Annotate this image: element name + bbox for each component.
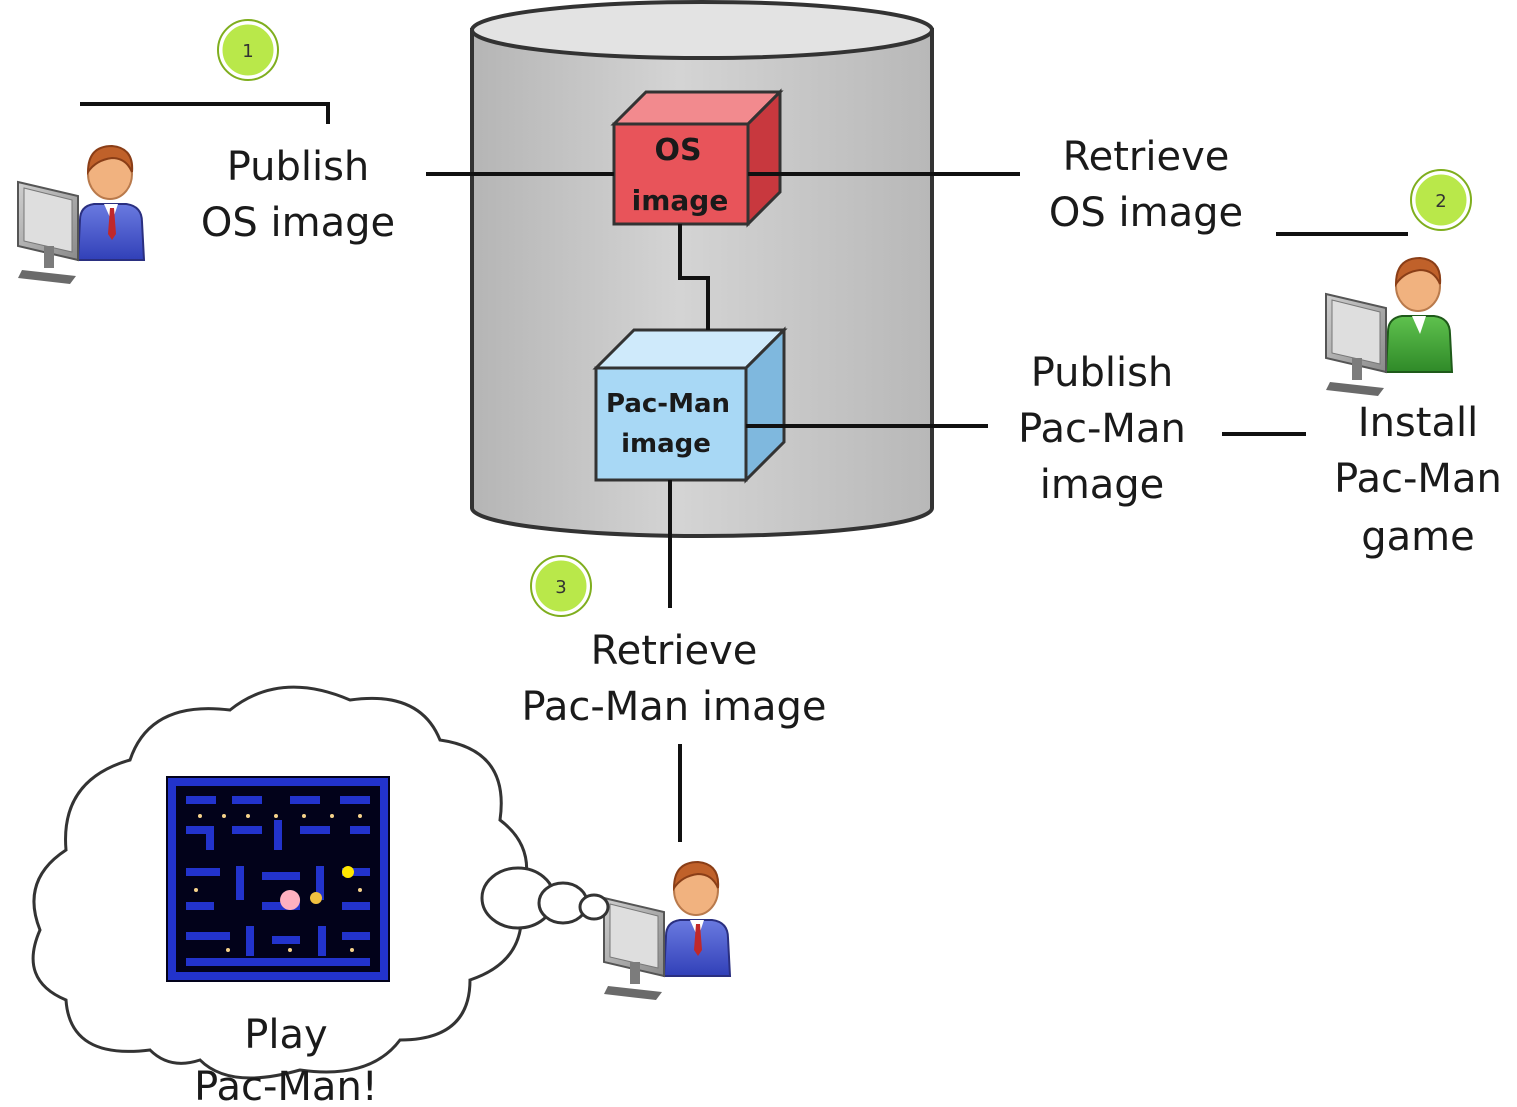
user-player-icon bbox=[603, 861, 731, 1001]
label-publish-os-line1: Publish bbox=[227, 144, 370, 190]
label-play-pacman: Play Pac-Man! bbox=[194, 1012, 378, 1107]
pacman-image-label-line1: Pac-Man bbox=[606, 389, 730, 419]
database-cylinder-icon bbox=[470, 0, 934, 538]
os-image-label-line1: OS bbox=[654, 133, 701, 168]
connectors bbox=[80, 102, 1408, 842]
label-publish-pacman-line1: Publish bbox=[1031, 350, 1174, 396]
label-play-line2: Pac-Man! bbox=[194, 1064, 378, 1107]
label-retrieve-pacman: Retrieve Pac-Man image bbox=[522, 628, 827, 730]
label-install-pacman: Install Pac-Man game bbox=[1334, 400, 1502, 560]
label-retrieve-pacman-line1: Retrieve bbox=[591, 628, 758, 674]
step-badge-2: 2 bbox=[1410, 169, 1472, 231]
step-badge-3: 3 bbox=[530, 555, 592, 617]
pacman-screenshot-icon bbox=[166, 776, 390, 982]
step-number-3: 3 bbox=[555, 577, 566, 598]
connector-os-to-pacman bbox=[678, 224, 710, 330]
os-image-box: OS image bbox=[610, 88, 784, 228]
step-badge-1: 1 bbox=[217, 19, 279, 81]
connector-step1 bbox=[80, 102, 330, 124]
label-install-line2: Pac-Man bbox=[1334, 456, 1502, 502]
label-play-line1: Play bbox=[244, 1012, 327, 1058]
label-retrieve-pacman-line2: Pac-Man image bbox=[522, 684, 827, 730]
label-publish-pacman: Publish Pac-Man image bbox=[1018, 350, 1186, 508]
label-publish-os: Publish OS image bbox=[201, 144, 395, 246]
label-publish-pacman-line2: Pac-Man bbox=[1018, 406, 1186, 452]
pacman-image-box: Pac-Man image bbox=[592, 326, 788, 484]
label-publish-os-line2: OS image bbox=[201, 200, 395, 246]
label-install-line1: Install bbox=[1358, 400, 1478, 446]
step-number-2: 2 bbox=[1435, 191, 1446, 212]
user-publisher-os-icon bbox=[17, 145, 145, 285]
pacman-image-label-line2: image bbox=[621, 429, 711, 459]
label-retrieve-os-line1: Retrieve bbox=[1063, 134, 1230, 180]
label-install-line3: game bbox=[1361, 514, 1474, 560]
os-image-label-line2: image bbox=[632, 184, 729, 217]
label-publish-pacman-line3: image bbox=[1040, 462, 1165, 508]
user-installer-icon bbox=[1325, 257, 1453, 397]
label-retrieve-os-line2: OS image bbox=[1049, 190, 1243, 236]
step-number-1: 1 bbox=[242, 41, 253, 62]
label-retrieve-os: Retrieve OS image bbox=[1049, 134, 1243, 236]
